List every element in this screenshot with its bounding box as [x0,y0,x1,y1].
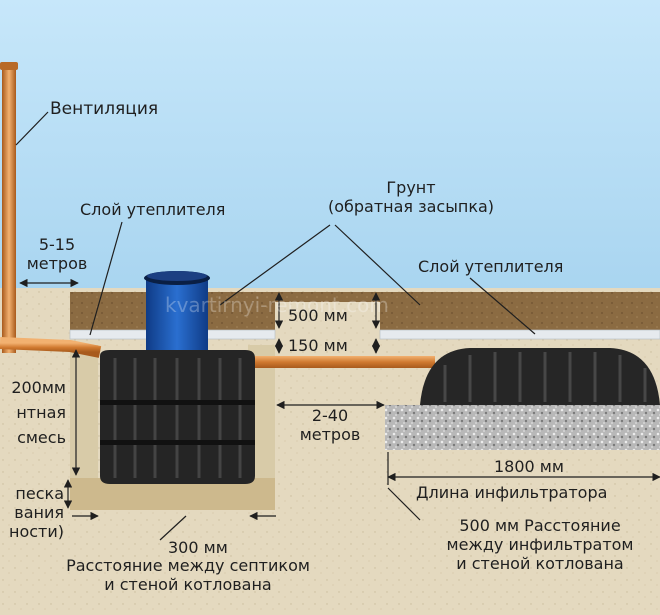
label-septic-gap-line1: Расстояние между септиком [66,556,310,575]
label-left-mix-line2: нтная [16,403,66,422]
label-distance-5-15-line1: 5-15 [38,235,76,254]
dimension-lines [19,278,660,541]
vent-pipe [2,68,16,353]
label-infiltrator-gap-line1: 500 мм Расстояние [459,516,621,535]
label-infiltrator-length: Длина инфильтратора [416,483,608,502]
leader-lines [15,111,536,336]
insulation-right [379,329,660,340]
septic-tank [100,271,255,484]
label-dim-1800: 1800 мм [494,457,564,476]
label-insulation-left: Слой утеплителя [80,200,226,219]
pit-left-wall [70,345,98,478]
label-left-mix-line1: 200мм [11,378,66,397]
infiltrator [420,348,660,405]
connecting-pipe [245,356,435,368]
label-infiltrator-gap: 500 мм Расстояние между инфильтратом и с… [420,516,660,573]
label-dim-500: 500 мм [288,306,348,325]
label-dim-150: 150 мм [288,336,348,355]
vent-cap [0,62,18,70]
label-left-sand: песка вания ности) [0,484,64,541]
inlet-pipe [0,337,102,358]
label-left-mix-line3: смесь [17,428,66,447]
gravel-bed [385,405,660,450]
topsoil-right [380,292,660,330]
label-ventilation: Вентиляция [50,99,159,119]
label-left-sand-line3: ности) [8,522,64,541]
label-ground: Грунт (обратная засыпка) [296,178,526,216]
label-distance-5-15: 5-15 метров [12,235,102,273]
label-left-sand-line2: вания [14,503,64,522]
label-septic-gap: Расстояние между септиком и стеной котло… [38,556,338,594]
label-dim-300: 300 мм [168,538,228,557]
label-distance-2-40: 2-40 метров [282,406,378,444]
label-infiltrator-gap-line3: и стеной котлована [456,554,624,573]
label-distance-2-40-line2: метров [299,425,361,444]
sky [0,0,660,290]
label-ground-line1: Грунт [386,178,436,197]
label-left-mix: 200мм нтная смесь [0,378,66,447]
label-septic-gap-line2: и стеной котлована [104,575,272,594]
watermark: kvartirnyi-remont.com [165,293,389,317]
label-insulation-right: Слой утеплителя [418,257,564,276]
label-distance-2-40-line1: 2-40 [311,406,349,425]
label-distance-5-15-line2: метров [26,254,88,273]
topsoil-middle [275,292,380,302]
label-ground-line2: (обратная засыпка) [327,197,495,216]
label-infiltrator-gap-line2: между инфильтратом [446,535,634,554]
label-left-sand-line1: песка [15,484,64,503]
